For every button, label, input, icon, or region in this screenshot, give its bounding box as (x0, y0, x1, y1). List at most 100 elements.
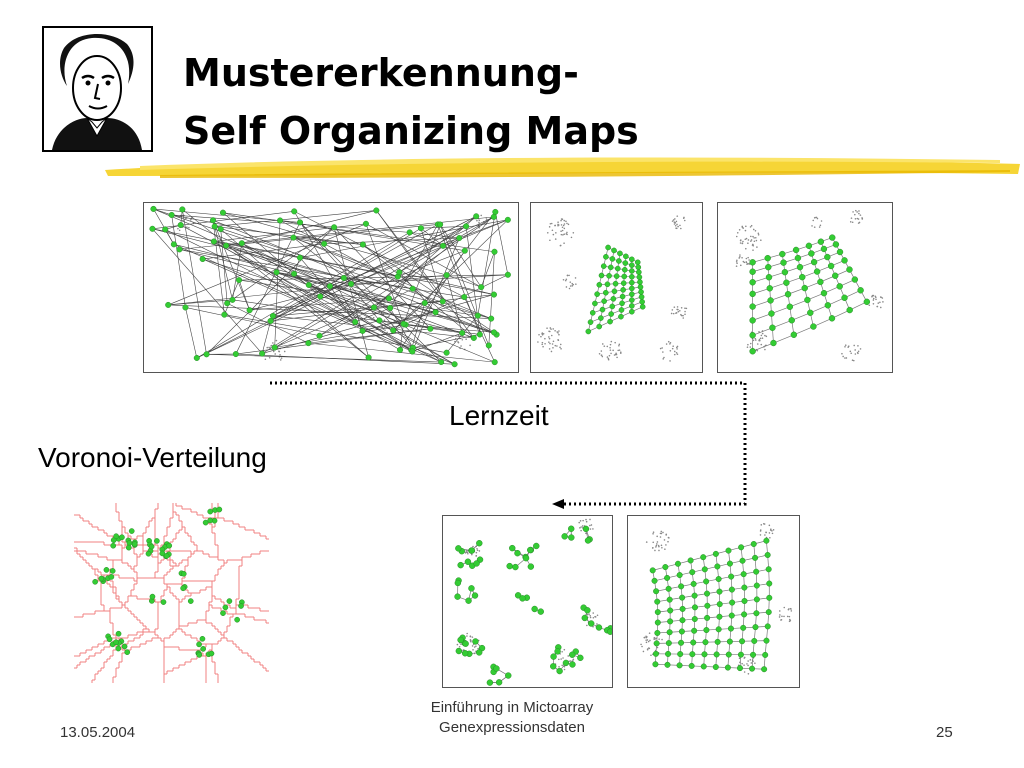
data-point (460, 643, 462, 646)
som-node (820, 245, 828, 253)
som-panel-step3 (717, 202, 893, 373)
som-node (764, 551, 771, 559)
som-node (605, 244, 611, 251)
data-point (854, 218, 857, 220)
data-point (640, 643, 642, 646)
data-point (665, 533, 668, 536)
som-node (714, 563, 721, 570)
data-point (684, 307, 686, 310)
data-point (542, 345, 544, 348)
data-point (673, 306, 676, 308)
data-point (552, 328, 555, 330)
data-point (676, 348, 678, 350)
som-node (649, 567, 656, 574)
data-point (682, 317, 685, 319)
data-point (589, 524, 591, 527)
data-point (554, 238, 557, 240)
data-point (741, 256, 743, 259)
som-node (619, 293, 626, 300)
som-edge (355, 307, 391, 323)
som-node (577, 654, 584, 662)
data-point (658, 549, 660, 552)
som-node (801, 284, 808, 292)
data-point (680, 307, 683, 309)
som-node (781, 268, 789, 276)
data-point (742, 260, 745, 263)
som-node (162, 226, 169, 233)
data-point (845, 357, 848, 359)
data-point (765, 531, 767, 534)
data-point (596, 614, 599, 617)
data-point (779, 614, 781, 616)
som-node (761, 666, 768, 673)
data-point (813, 226, 816, 228)
som-node (796, 263, 804, 271)
som-node (221, 311, 228, 318)
data-point (747, 660, 749, 662)
som-node (409, 285, 416, 292)
data-point (272, 350, 275, 353)
data-point (549, 239, 551, 242)
som-node (846, 266, 853, 273)
som-edge (308, 342, 495, 363)
som-edge (293, 237, 492, 319)
som-node (506, 562, 513, 570)
som-node (222, 604, 229, 611)
som-node (637, 279, 643, 285)
som-node (613, 273, 620, 279)
data-point (551, 343, 554, 345)
som-edge (232, 243, 243, 300)
som-node (600, 263, 607, 269)
data-point (465, 338, 467, 340)
data-point (747, 262, 749, 265)
som-node (700, 663, 707, 670)
som-node (725, 651, 732, 658)
som-node (488, 315, 495, 322)
data-point (560, 218, 563, 220)
data-point (656, 543, 658, 545)
data-point (756, 246, 758, 248)
data-point (466, 632, 468, 635)
data-point (480, 214, 483, 217)
som-node (701, 566, 708, 573)
som-node (113, 639, 119, 646)
data-point (660, 544, 663, 547)
data-point (760, 524, 763, 526)
som-node (599, 306, 606, 313)
voronoi-boundaries (74, 503, 269, 683)
data-point (747, 343, 749, 346)
som-edge (293, 211, 363, 332)
data-point (555, 232, 557, 234)
som-node (490, 213, 497, 220)
data-point (753, 240, 756, 243)
som-node (550, 663, 557, 670)
som-node (604, 281, 611, 288)
som-node (113, 533, 119, 540)
data-point (816, 217, 819, 220)
data-point (790, 610, 793, 612)
som-node (691, 592, 698, 599)
som-edge (171, 214, 186, 308)
som-node (493, 665, 500, 672)
data-point (566, 231, 568, 234)
data-point (849, 350, 852, 353)
som-node (504, 216, 511, 223)
data-point (600, 350, 603, 352)
data-point (475, 551, 478, 554)
data-point (562, 234, 564, 236)
som-edge (393, 219, 509, 331)
som-node (607, 264, 614, 271)
som-edge (152, 228, 263, 354)
data-point (740, 239, 742, 241)
scatter-data-points (735, 209, 884, 362)
som-node (459, 329, 466, 336)
data-point (272, 342, 274, 344)
data-point (861, 218, 864, 220)
som-node (417, 225, 424, 232)
data-point (780, 619, 783, 621)
som-edge (213, 241, 401, 351)
som-edge (412, 237, 460, 352)
data-point (747, 239, 750, 241)
som-node (769, 324, 776, 331)
som-edge (261, 320, 271, 354)
